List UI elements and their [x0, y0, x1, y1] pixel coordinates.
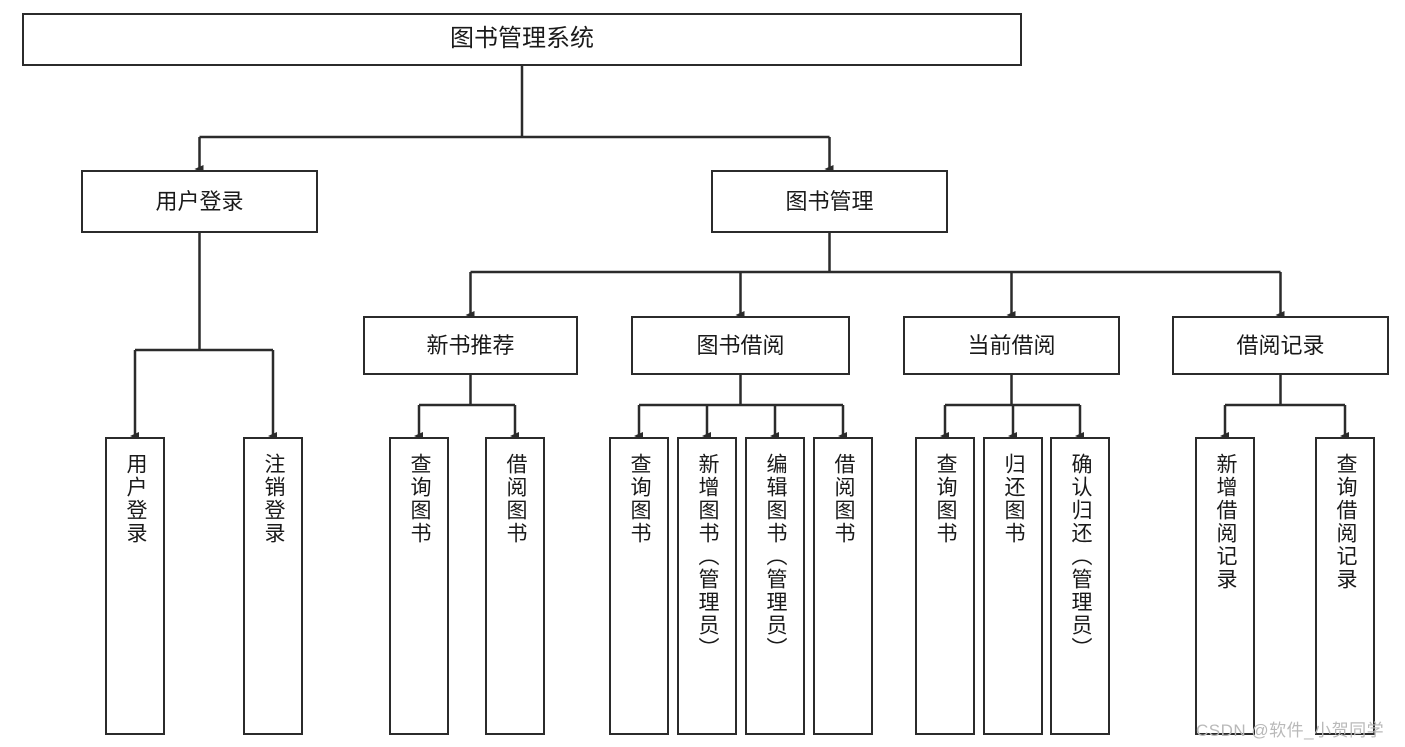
node-newbook[interactable]: 新书推荐	[363, 316, 578, 375]
node-leaf-b-query[interactable]: 查询图书	[609, 437, 669, 735]
node-label: 注销登录	[262, 453, 286, 545]
node-borrow[interactable]: 图书借阅	[631, 316, 850, 375]
node-leaf-c-confirm[interactable]: 确认归还（管理员）	[1050, 437, 1110, 735]
node-label: 借阅图书	[832, 453, 856, 545]
node-label: 图书借阅	[696, 332, 785, 358]
node-label: 查询图书	[628, 453, 652, 545]
node-label: 新增图书（管理员）	[696, 453, 720, 660]
node-label: 确认归还（管理员）	[1069, 453, 1093, 660]
node-leaf-b-borrow[interactable]: 借阅图书	[813, 437, 873, 735]
node-label: 当前借阅	[967, 332, 1056, 358]
node-label: 用户登录	[155, 188, 244, 214]
node-current[interactable]: 当前借阅	[903, 316, 1120, 375]
node-label: 新书推荐	[426, 332, 515, 358]
node-label: 借阅记录	[1236, 332, 1325, 358]
node-label: 用户登录	[124, 453, 148, 545]
node-leaf-r-add[interactable]: 新增借阅记录	[1195, 437, 1255, 735]
node-login[interactable]: 用户登录	[81, 170, 318, 233]
node-leaf-user-logout[interactable]: 注销登录	[243, 437, 303, 735]
node-label: 新增借阅记录	[1214, 453, 1238, 591]
node-label: 查询图书	[934, 453, 958, 545]
node-leaf-r-query[interactable]: 查询借阅记录	[1315, 437, 1375, 735]
node-label: 图书管理系统	[450, 25, 594, 53]
node-leaf-b-edit[interactable]: 编辑图书（管理员）	[745, 437, 805, 735]
node-label: 借阅图书	[504, 453, 528, 545]
node-label: 查询借阅记录	[1334, 453, 1358, 591]
node-leaf-c-return[interactable]: 归还图书	[983, 437, 1043, 735]
node-leaf-b-add[interactable]: 新增图书（管理员）	[677, 437, 737, 735]
node-label: 查询图书	[408, 453, 432, 545]
node-root[interactable]: 图书管理系统	[22, 13, 1022, 66]
node-leaf-c-query[interactable]: 查询图书	[915, 437, 975, 735]
node-leaf-new-borrow[interactable]: 借阅图书	[485, 437, 545, 735]
node-label: 编辑图书（管理员）	[764, 453, 788, 660]
node-bookmgmt[interactable]: 图书管理	[711, 170, 948, 233]
node-leaf-new-query[interactable]: 查询图书	[389, 437, 449, 735]
node-label: 图书管理	[785, 188, 874, 214]
node-leaf-user-login[interactable]: 用户登录	[105, 437, 165, 735]
node-records[interactable]: 借阅记录	[1172, 316, 1389, 375]
node-label: 归还图书	[1002, 453, 1026, 545]
